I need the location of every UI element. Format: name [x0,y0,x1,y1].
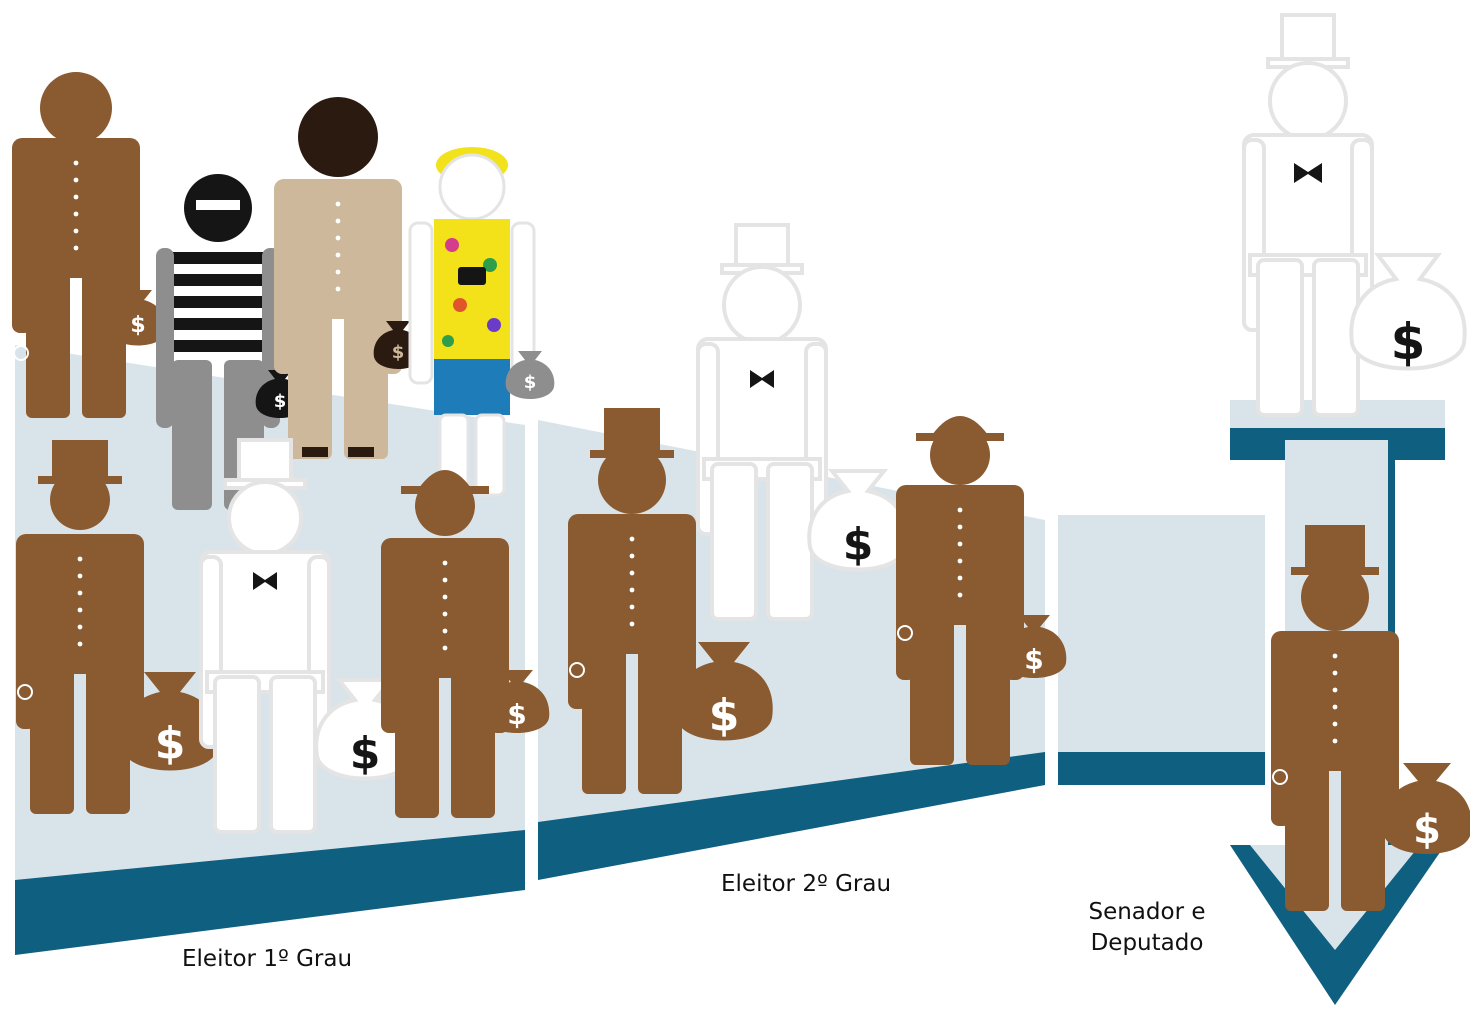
svg-text:$: $ [507,698,526,731]
svg-text:$: $ [155,718,186,769]
money-bag-icon: $ [484,670,550,733]
svg-text:$: $ [274,391,287,412]
stage3-label: Senador e Deputado [1086,897,1208,959]
figure-tan: $ [274,97,423,459]
money-bag-icon: $ [109,290,167,346]
money-bag-icon: $ [505,351,555,399]
figure-white-tophat-2: $ [696,223,909,621]
money-bag-icon: $ [121,672,219,771]
stage1-label: Eleitor 1º Grau [182,946,353,972]
money-bag-icon: $ [1382,763,1470,854]
svg-text:$: $ [1024,643,1043,676]
stage3-label-line2: Deputado [1090,930,1204,956]
svg-text:$: $ [709,690,740,741]
money-bag-icon: $ [807,469,909,572]
figure-brown-deputy: $ [1271,525,1470,911]
money-bag-icon: $ [1001,615,1067,678]
svg-text:$: $ [1391,313,1426,371]
figure-white-tophat: $ [199,438,416,834]
money-bag-icon: $ [1349,253,1467,371]
stage3-label-line1: Senador e [1088,899,1206,925]
figure-white-senator: $ [1242,13,1467,417]
money-bag-icon: $ [675,642,773,741]
svg-text:$: $ [843,519,874,570]
stage2-label: Eleitor 2º Grau [721,871,892,897]
figure-brown-tophat: $ [16,440,219,814]
figure-brown-tophat-2: $ [568,408,773,794]
svg-text:$: $ [1413,807,1441,853]
figure-brown-bowler: $ [381,470,550,818]
figure-tourist: $ [408,147,555,497]
svg-text:$: $ [524,372,537,393]
svg-text:$: $ [392,342,405,363]
svg-text:$: $ [130,313,145,338]
figure-brown-bowler-2: $ [896,416,1067,765]
figure-brown-worker: $ [12,72,167,418]
svg-text:$: $ [350,728,381,779]
